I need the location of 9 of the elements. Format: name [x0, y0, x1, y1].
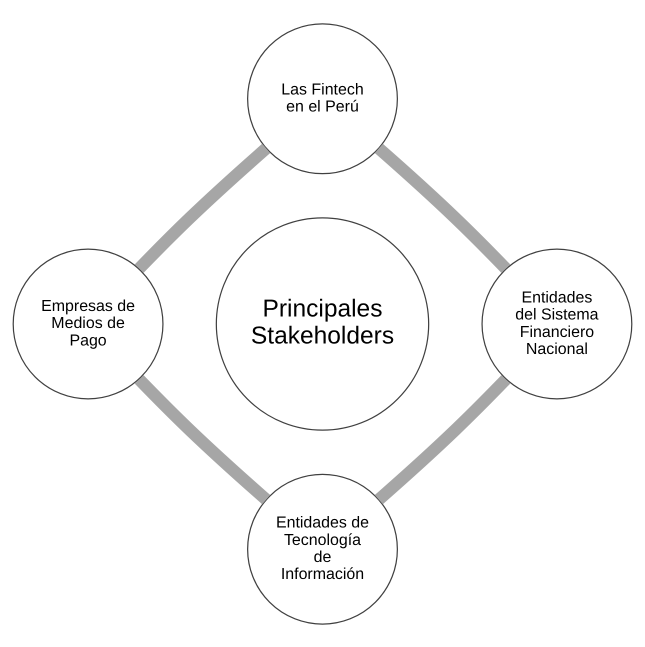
node-circle: Principales Stakeholders: [216, 216, 430, 430]
connector: [374, 143, 510, 272]
node-circle: Las Fintech en el Perú: [247, 22, 398, 174]
connector: [134, 143, 270, 272]
node-circle: Entidades del Sistema Financiero Nacional: [481, 248, 632, 399]
connector: [134, 374, 270, 504]
node-circle: Entidades de Tecnología de Información: [247, 473, 398, 624]
connector: [374, 374, 510, 504]
node-circle: Empresas de Medios de Pago: [12, 248, 164, 399]
